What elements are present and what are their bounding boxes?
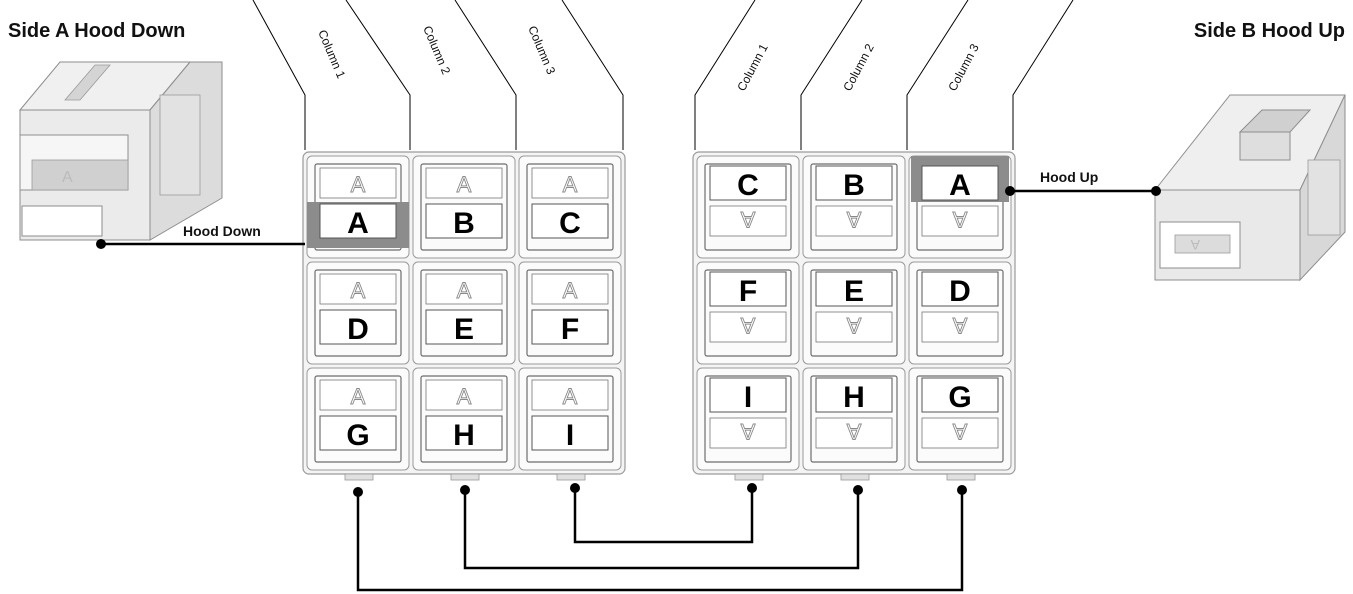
side-b-cell-label-g: G [948,381,971,414]
wire-a-col2-terminal [460,485,470,495]
side-a-title: Side A Hood Down [8,20,185,42]
side-b-cell-label-f: F [739,275,757,308]
side-a-ghost-a-label: A [351,172,366,197]
side-b-cell-d: AD [908,261,1012,365]
side-b-column-dividers [694,0,1074,150]
side-a-cell-c: AC [518,155,622,259]
side-a-cell-label-a: A [347,207,369,240]
side-a-cell-a: AA [306,155,410,259]
hood-up-label: Hood Up [1040,169,1098,185]
hood-down-label: Hood Down [183,223,261,239]
side-b-cell-label-b: B [843,169,865,202]
wire-a-col1-terminal [353,487,363,497]
side-a-ghost-a-label: A [351,384,366,409]
side-b-ghost-a-label: A [846,419,861,444]
side-a-column-1-label: Column 1 [315,28,348,81]
side-a-cell-label-c: C [559,207,581,240]
wire-a-col3-terminal [570,483,580,493]
side-b-cell-label-d: D [949,275,971,308]
side-a-column-3-label: Column 3 [525,24,558,77]
side-a-ghost-a-label: A [563,278,578,303]
side-a-cell-label-h: H [453,419,475,452]
side-b-ghost-a-label: A [846,207,861,232]
side-b-cell-label-e: E [844,275,864,308]
side-a-cell-i: AI [518,367,622,471]
side-b-cell-e: AE [802,261,906,365]
side-b-ghost-a-label: A [952,419,967,444]
side-b-cell-label-i: I [744,381,752,414]
side-a-ghost-a-label: A [457,278,472,303]
side-b-cell-label-h: H [843,381,865,414]
side-b-cell-b: AB [802,155,906,259]
side-a-cell-label-f: F [561,313,579,346]
side-b-title: Side B Hood Up [1194,20,1345,42]
side-b-cell-a: AA [908,155,1012,259]
side-b-ghost-a-label: A [952,313,967,338]
side-b-column-3-label: Column 3 [945,41,982,93]
side-a-column-dividers [252,0,624,150]
side-a-cell-label-e: E [454,313,474,346]
hood-down-leader-dot [96,239,106,249]
side-b-connector-illustration: A [1153,94,1346,282]
side-a-ghost-a-label: A [563,384,578,409]
wire-column-1-to-column-3 [356,490,964,592]
side-a-cell-f: AF [518,261,622,365]
column-wiring [353,483,967,592]
side-a-column-2-label: Column 2 [420,24,453,77]
side-b-cell-f: AF [696,261,800,365]
hood-up-leader-dot-left [1005,186,1015,196]
side-a-cell-e: AE [412,261,516,365]
wire-column-3-to-column-1 [573,488,754,544]
side-b-ghost-a-label: A [740,313,755,338]
side-b-cell-g: AG [908,367,1012,471]
side-a-cell-b: AB [412,155,516,259]
side-a-cell-label-i: I [566,419,574,452]
side-a-cell-d: AD [306,261,410,365]
side-a-cell-label-b: B [453,207,475,240]
side-b-column-2-label: Column 2 [840,41,877,93]
side-b-cell-i: AI [696,367,800,471]
side-b-cell-h: AH [802,367,906,471]
side-a-ghost-a-label: A [351,278,366,303]
side-b-column-1-label: Column 1 [734,41,771,93]
side-b-ghost-a-label: A [740,207,755,232]
side-b-cell-label-c: C [737,169,759,202]
side-b-cell-c: AC [696,155,800,259]
connector-b-ghost-letter: A [1190,237,1200,253]
hood-up-leader-dot-right [1151,186,1161,196]
side-b-ghost-a-label: A [740,419,755,444]
wire-column-2-to-column-2 [463,490,860,570]
side-b-ghost-a-label: A [952,207,967,232]
wire-b-col1-terminal [747,483,757,493]
wire-b-col2-terminal [853,485,863,495]
side-a-cell-label-g: G [346,419,369,452]
wire-b-col3-terminal [957,485,967,495]
side-a-cell-h: AH [412,367,516,471]
side-a-ghost-a-label: A [563,172,578,197]
side-b-cell-label-a: A [949,169,971,202]
side-a-cell-label-d: D [347,313,369,346]
side-a-connector-illustration: A [18,61,223,241]
side-a-ghost-a-label: A [457,384,472,409]
side-b-ghost-a-label: A [846,313,861,338]
connector-a-ghost-letter: A [62,169,73,186]
side-a-cell-g: AG [306,367,410,471]
side-a-ghost-a-label: A [457,172,472,197]
